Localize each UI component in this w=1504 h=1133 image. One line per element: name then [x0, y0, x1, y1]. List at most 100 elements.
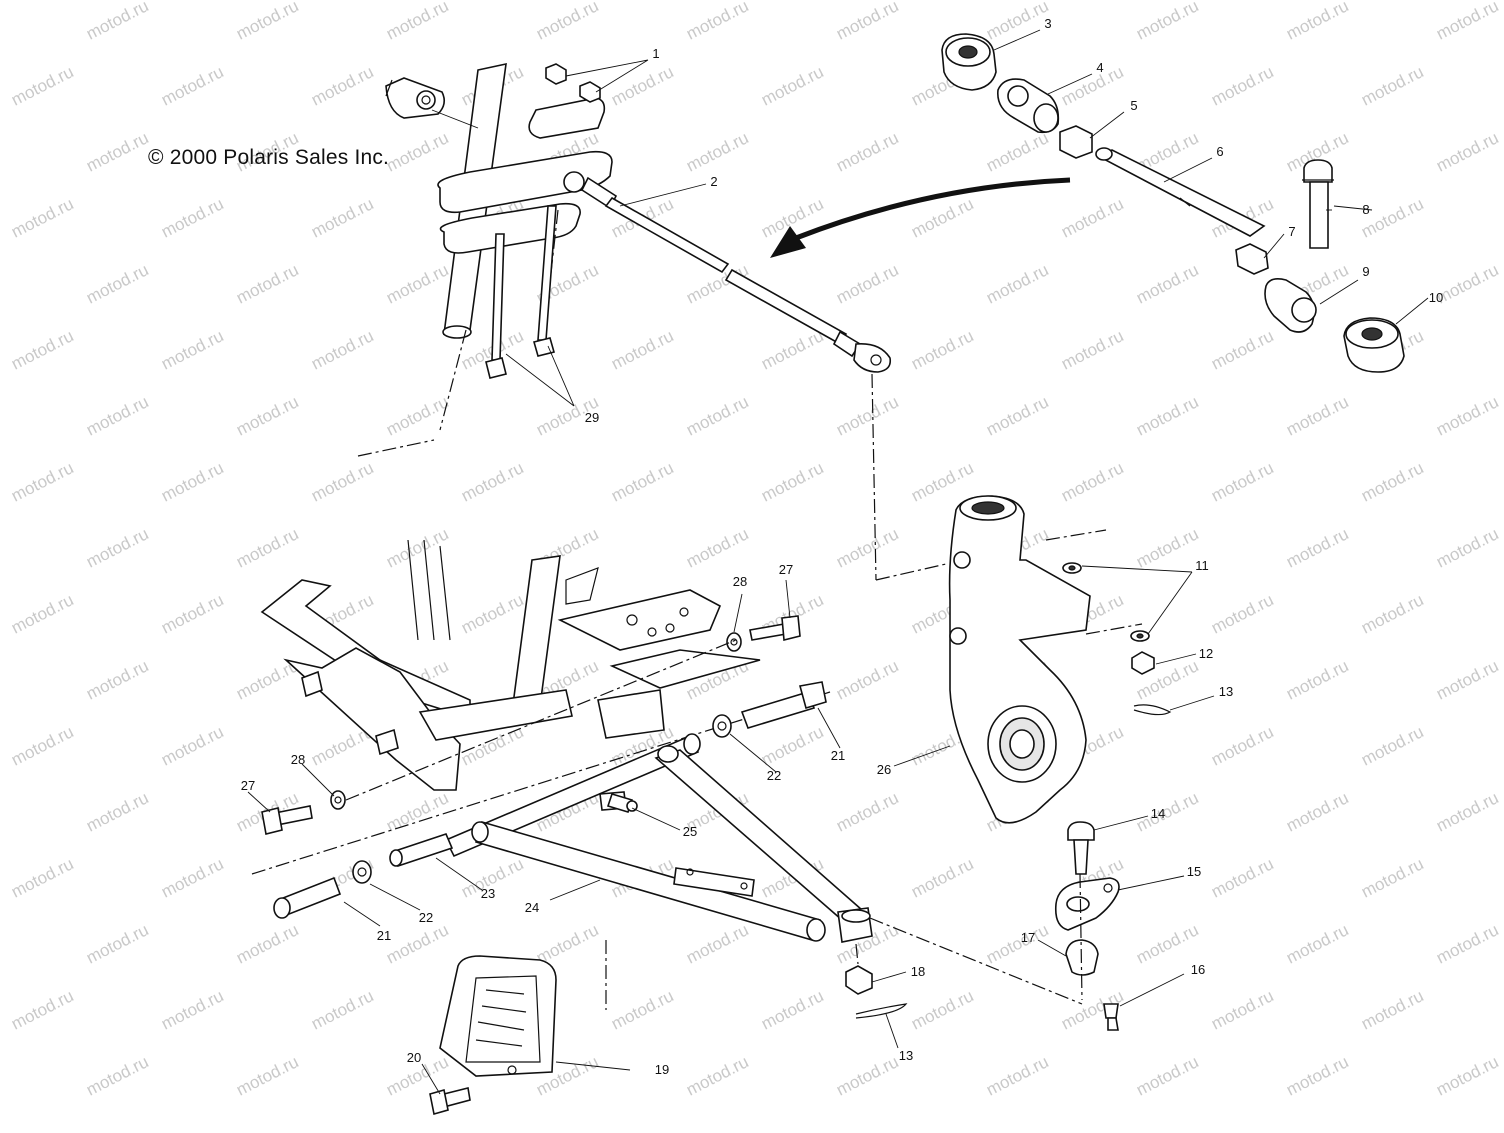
part-number-label: 5 [1130, 98, 1137, 113]
watermark-text: motod.ru [608, 986, 676, 1033]
part-number-label: 17 [1021, 930, 1035, 945]
watermark-text: motod.ru [983, 392, 1051, 439]
watermark-text: motod.ru [383, 128, 451, 175]
watermark-text: motod.ru [683, 1052, 751, 1099]
part-number-label: 29 [585, 410, 599, 425]
part-number-label: 13 [899, 1048, 913, 1063]
watermark-text: motod.ru [758, 722, 826, 769]
watermark-text: motod.ru [758, 458, 826, 505]
copyright-notice: © 2000 Polaris Sales Inc. [148, 146, 390, 169]
watermark-text: motod.ru [1433, 128, 1501, 175]
part-number-label: 3 [1044, 16, 1051, 31]
part-number-label: 21 [831, 748, 845, 763]
watermark-text: motod.ru [308, 194, 376, 241]
watermark-text: motod.ru [383, 524, 451, 571]
watermark-text: motod.ru [308, 986, 376, 1033]
watermark-text: motod.ru [833, 260, 901, 307]
watermark-text: motod.ru [83, 1052, 151, 1099]
watermark-text: motod.ru [233, 1052, 301, 1099]
watermark-text: motod.ru [758, 986, 826, 1033]
watermark-text: motod.ru [308, 326, 376, 373]
watermark-text: motod.ru [1358, 854, 1426, 901]
frame-section [260, 539, 761, 791]
nut-pair-1 [545, 63, 601, 103]
watermark-text: motod.ru [0, 788, 2, 835]
watermark-text: motod.ru [383, 788, 451, 835]
part-number-label: 23 [481, 886, 495, 901]
part-number-labels: 1234567891011121313141516171819202121222… [241, 16, 1443, 1077]
watermark-text: motod.ru [908, 986, 976, 1033]
watermark-text: motod.ru [8, 62, 76, 109]
part-number-label: 24 [525, 900, 539, 915]
frame-fasteners [261, 615, 801, 835]
skid-plate-19 [429, 955, 557, 1116]
part-number-label: 20 [407, 1050, 421, 1065]
watermark-text: motod.ru [8, 326, 76, 373]
part-number-label: 4 [1096, 60, 1103, 75]
grease-fitting-25 [606, 793, 638, 813]
watermark-text: motod.ru [1283, 656, 1351, 703]
watermark-text: motod.ru [0, 0, 2, 44]
watermark-text: motod.ru [1058, 326, 1126, 373]
watermark-text: motod.ru [833, 392, 901, 439]
watermark-text: motod.ru [1133, 0, 1201, 44]
watermark-text: motod.ru [0, 128, 2, 175]
watermark-text: motod.ru [908, 326, 976, 373]
watermark-text: motod.ru [983, 128, 1051, 175]
watermark-text: motod.ru [158, 986, 226, 1033]
watermark-text: motod.ru [683, 524, 751, 571]
watermark-text: motod.ru [1133, 524, 1201, 571]
watermark-text: motod.ru [1058, 194, 1126, 241]
part-number-label: 15 [1187, 864, 1201, 879]
a-arm-24 [251, 691, 873, 943]
watermark-text: motod.ru [983, 260, 1051, 307]
watermark-text: motod.ru [83, 128, 151, 175]
watermark-text: motod.ru [158, 62, 226, 109]
watermark-text: motod.ru [833, 128, 901, 175]
watermark-text: motod.ru [383, 260, 451, 307]
watermark-text: motod.ru [1433, 1052, 1501, 1099]
part-number-label: 6 [1216, 144, 1223, 159]
part-number-label: 8 [1362, 202, 1369, 217]
watermark-text: motod.ru [8, 458, 76, 505]
watermark-text: motod.ru [1358, 590, 1426, 637]
watermark-text: motod.ru [983, 920, 1051, 967]
watermark-text: motod.ru [1358, 458, 1426, 505]
a-arm-nut-18 [845, 943, 908, 1019]
watermark-text: motod.ru [1208, 854, 1276, 901]
watermark-text: motod.ru [1208, 326, 1276, 373]
watermark-text: motod.ru [308, 62, 376, 109]
watermark-text: motod.ru [158, 458, 226, 505]
watermark-text: motod.ru [1133, 260, 1201, 307]
watermark-text: motod.ru [1283, 920, 1351, 967]
leader-lines [247, 29, 1429, 1095]
part-number-label: 9 [1362, 264, 1369, 279]
part-number-label: 21 [377, 928, 391, 943]
part-number-label: 22 [419, 910, 433, 925]
watermark-text: motod.ru [833, 788, 901, 835]
watermark-text: motod.ru [908, 458, 976, 505]
watermark-text: motod.ru [1358, 62, 1426, 109]
bolts-29 [485, 205, 557, 379]
watermark-text: motod.ru [1208, 722, 1276, 769]
watermark-text: motod.ru [8, 854, 76, 901]
watermark-text: motod.ru [1208, 62, 1276, 109]
watermark-text: motod.ru [158, 854, 226, 901]
watermark-text: motod.ru [0, 524, 2, 571]
part-number-label: 19 [655, 1062, 669, 1077]
watermark-text: motod.ru [833, 0, 901, 44]
watermark-text: motod.ru [908, 854, 976, 901]
spindle-fasteners [1062, 562, 1172, 716]
watermark-text: motod.ru [1208, 986, 1276, 1033]
watermark-text: motod.ru [833, 656, 901, 703]
watermark-text: motod.ru [158, 326, 226, 373]
watermark-text: motod.ru [0, 1052, 2, 1099]
watermark-text: motod.ru [8, 986, 76, 1033]
watermark-text: motod.ru [1433, 656, 1501, 703]
part-number-label: 22 [767, 768, 781, 783]
watermark-text: motod.ru [1133, 788, 1201, 835]
watermark-text: motod.ru [233, 524, 301, 571]
watermark-text: motod.ru [8, 722, 76, 769]
watermark-text: motod.ru [1283, 1052, 1351, 1099]
